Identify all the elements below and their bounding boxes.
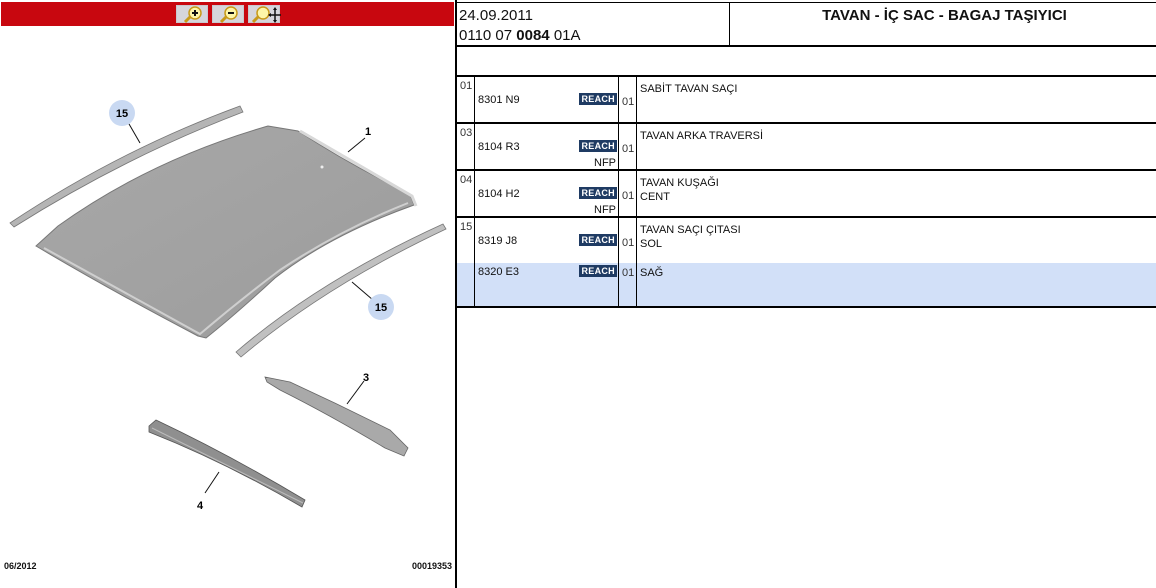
part-reference-cell: 8104 H2 REACH NFP [475, 171, 619, 216]
header-spacer [457, 47, 1156, 77]
item-number: 15 [457, 218, 475, 263]
description: TAVAN KUŞAĞI CENT [640, 177, 719, 203]
svg-text:1: 1 [365, 126, 371, 138]
callout-4[interactable]: 4 [197, 500, 204, 512]
description: TAVAN SAÇI ÇITASI SOL [640, 224, 741, 250]
description: SAĞ [640, 267, 664, 279]
catalog-header: 24.09.2011 0110 07 0084 01A TAVAN - İÇ S… [457, 2, 1156, 47]
right-roof-strip-part [235, 223, 447, 358]
diagram-date: 06/2012 [4, 561, 37, 571]
table-row[interactable]: 01 8301 N9 REACH 01 SABİT TAVAN SAÇI [457, 77, 1156, 124]
page-title: TAVAN - İÇ SAC - BAGAJ TAŞIYICI [822, 7, 1067, 24]
svg-text:15: 15 [116, 108, 128, 120]
quantity: 01 [619, 263, 637, 306]
zoom-in-icon [183, 6, 202, 24]
callout-15-right[interactable]: 15 [368, 294, 394, 320]
part-reference[interactable]: 8104 R3 [478, 141, 520, 153]
reach-badge: REACH [579, 93, 617, 105]
svg-text:4: 4 [197, 500, 204, 512]
parts-table: 01 8301 N9 REACH 01 SABİT TAVAN SAÇI 03 … [457, 77, 1156, 308]
reach-badge: REACH [579, 265, 617, 277]
description: TAVAN ARKA TRAVERSİ [640, 130, 764, 142]
zoom-pan-button[interactable] [248, 5, 281, 24]
quantity: 01 [619, 218, 637, 263]
part-reference-cell: 8301 N9 REACH [475, 77, 619, 122]
callout-15-left[interactable]: 15 [109, 100, 135, 126]
quantity: 01 [619, 124, 637, 169]
catalog-code: 0110 07 0084 01A [459, 27, 581, 44]
part-reference[interactable]: 8301 N9 [478, 94, 520, 106]
part-reference-cell: 8104 R3 REACH NFP [475, 124, 619, 169]
diagram-panel: 15 1 15 3 4 06/2012 00019353 [0, 0, 456, 588]
part-reference[interactable]: 8104 H2 [478, 188, 520, 200]
reach-badge: REACH [579, 187, 617, 199]
part-reference[interactable]: 8319 J8 [478, 235, 518, 247]
reach-badge: REACH [579, 140, 617, 152]
roof-bow-part [148, 419, 306, 508]
callout-1[interactable]: 1 [365, 126, 371, 138]
rear-cross-member-part [264, 376, 409, 457]
part-reference-cell: 8320 E3 REACH [475, 263, 619, 306]
table-row-selected[interactable]: 8320 E3 REACH 01 SAĞ [457, 263, 1156, 308]
item-number: 04 [457, 171, 475, 216]
table-row[interactable]: 15 8319 J8 REACH 01 TAVAN SAÇI ÇITASI SO… [457, 218, 1156, 263]
part-reference[interactable]: 8320 E3 [478, 266, 519, 278]
quantity: 01 [619, 171, 637, 216]
svg-text:15: 15 [375, 302, 387, 314]
left-roof-strip-part [9, 105, 244, 228]
quantity: 01 [619, 77, 637, 122]
table-row[interactable]: 03 8104 R3 REACH NFP 01 TAVAN ARKA TRAVE… [457, 124, 1156, 171]
reach-badge: REACH [579, 234, 617, 246]
exploded-parts-diagram: 15 1 15 3 4 [9, 100, 447, 512]
zoom-toolbar [1, 2, 454, 26]
description: SABİT TAVAN SAÇI [640, 83, 738, 95]
roof-panel-part [35, 125, 418, 339]
nfp-label: NFP [594, 204, 616, 216]
nfp-label: NFP [594, 157, 616, 169]
diagram-id: 00019353 [411, 561, 452, 571]
callout-3[interactable]: 3 [363, 372, 369, 384]
item-number: 01 [457, 77, 475, 122]
zoom-pan-icon [251, 6, 281, 24]
part-reference-cell: 8319 J8 REACH [475, 218, 619, 263]
zoom-in-button[interactable] [176, 5, 208, 24]
table-row[interactable]: 04 8104 H2 REACH NFP 01 TAVAN KUŞAĞI CEN… [457, 171, 1156, 218]
parts-panel: 24.09.2011 0110 07 0084 01A TAVAN - İÇ S… [455, 0, 1156, 588]
header-info: 24.09.2011 0110 07 0084 01A [457, 3, 730, 45]
item-number [457, 263, 475, 306]
zoom-out-button[interactable] [212, 5, 244, 24]
svg-text:3: 3 [363, 372, 369, 384]
zoom-out-icon [219, 6, 238, 24]
item-number: 03 [457, 124, 475, 169]
catalog-date: 24.09.2011 [459, 7, 533, 24]
